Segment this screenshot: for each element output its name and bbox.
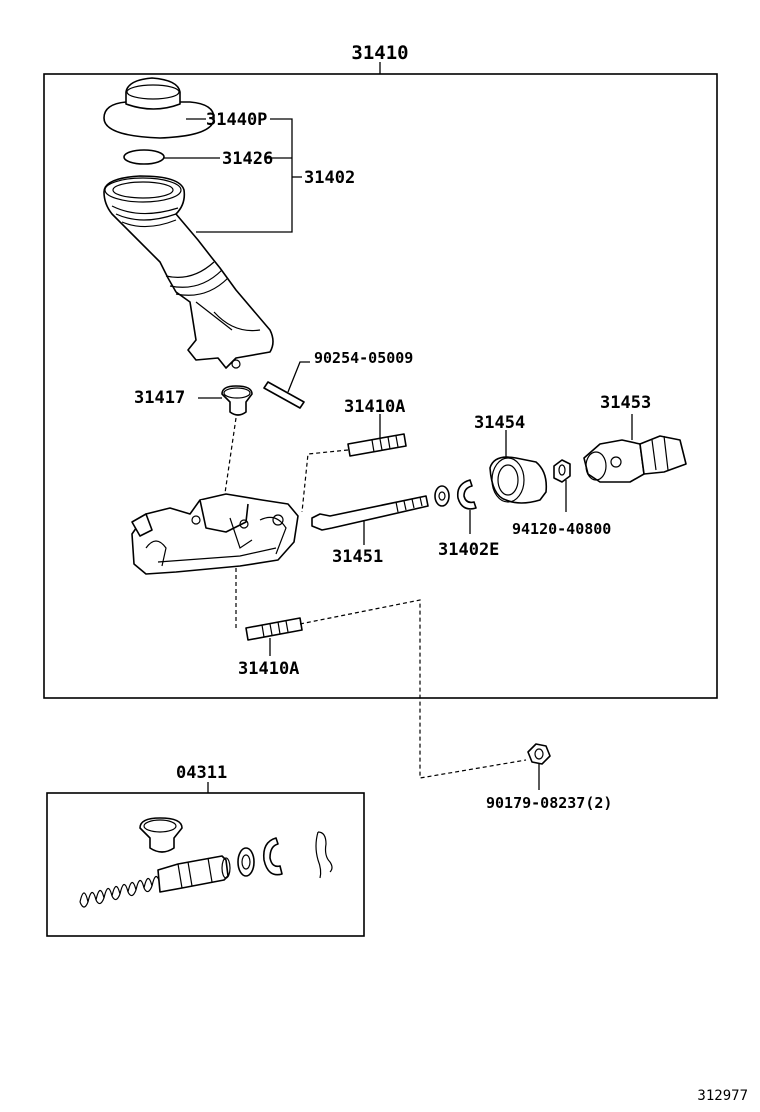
- reservoir-cap-icon: [103, 77, 215, 139]
- label-cap-gasket[interactable]: 31426: [222, 149, 273, 169]
- stud-upper-icon: [347, 433, 407, 457]
- label-reservoir-group[interactable]: 31402: [304, 168, 355, 188]
- label-clevis[interactable]: 31453: [600, 393, 651, 413]
- kit-piston-icon: [157, 855, 231, 893]
- reservoir-hose-icon: [103, 175, 274, 369]
- label-assembly[interactable]: 31410: [351, 42, 408, 64]
- cap-gasket-icon: [123, 149, 165, 165]
- assembly-box: [43, 73, 718, 699]
- push-rod-icon: [311, 495, 429, 531]
- label-lock-nut[interactable]: 94120-40800: [512, 520, 611, 538]
- stud-lower-icon: [245, 617, 303, 641]
- spring-icon: [79, 875, 161, 908]
- label-mount-nut[interactable]: 90179-08237(2): [486, 794, 612, 812]
- clevis-icon: [583, 435, 687, 483]
- label-reservoir-cap[interactable]: 31440P: [206, 110, 267, 130]
- kit-snap-ring-icon: [262, 837, 283, 876]
- kit-cup-icon: [139, 817, 183, 853]
- kit-clip-icon: [315, 831, 333, 879]
- push-rod-boot-icon: [489, 456, 548, 504]
- pin-icon: [263, 381, 305, 409]
- kit-box: [46, 792, 365, 937]
- kit-washer-icon: [237, 847, 255, 877]
- label-stud-lower[interactable]: 31410A: [238, 659, 299, 679]
- label-snap-ring[interactable]: 31402E: [438, 540, 499, 560]
- washer-icon: [434, 485, 450, 507]
- label-push-rod[interactable]: 31451: [332, 547, 383, 567]
- label-stud-upper[interactable]: 31410A: [344, 397, 405, 417]
- label-grommet[interactable]: 31417: [134, 388, 185, 408]
- grommet-icon: [221, 385, 253, 416]
- label-pin[interactable]: 90254-05009: [314, 349, 413, 367]
- label-kit[interactable]: 04311: [176, 763, 227, 783]
- figure-number: 312977: [697, 1088, 748, 1104]
- lock-nut-icon: [553, 459, 571, 483]
- mount-nut-icon: [527, 743, 551, 765]
- label-push-rod-boot[interactable]: 31454: [474, 413, 525, 433]
- master-cylinder-icon: [131, 493, 299, 575]
- snap-ring-icon: [456, 479, 477, 510]
